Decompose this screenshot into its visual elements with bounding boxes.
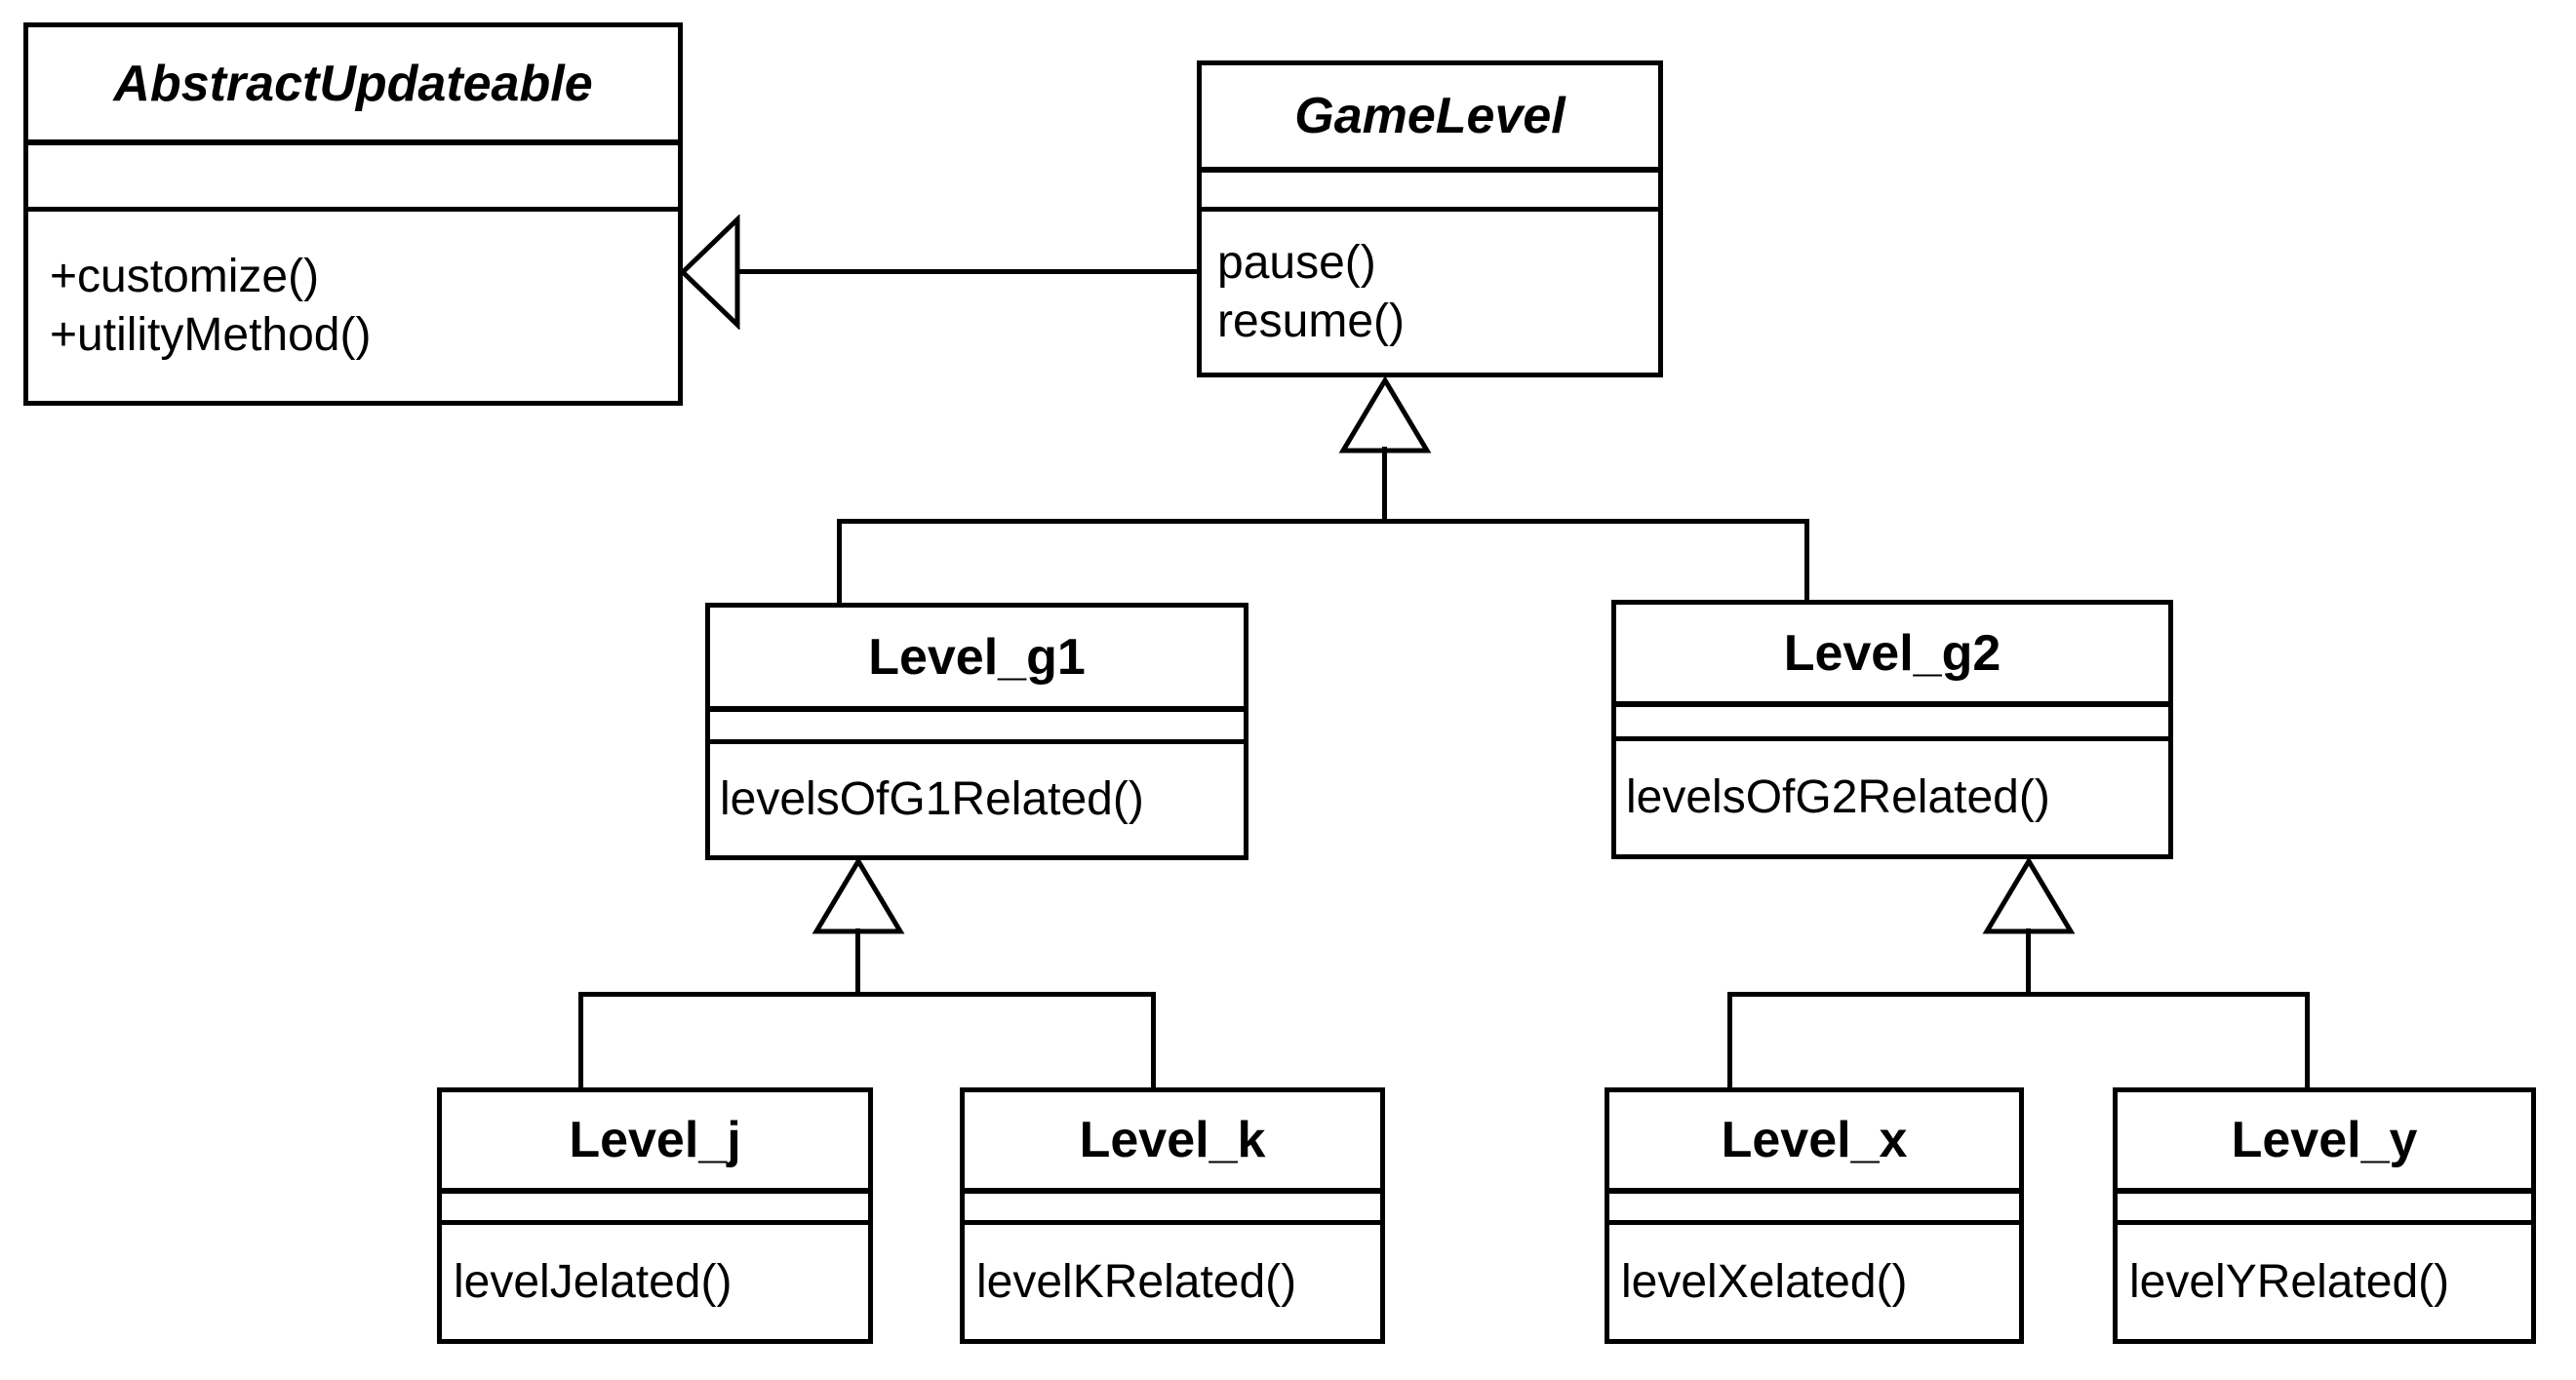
methods-compartment: levelsOfG1Related() xyxy=(710,744,1244,855)
class-box-level-j: Level_j levelJelated() xyxy=(437,1087,873,1344)
method-label-levelsofg2related: levelsOfG2Related() xyxy=(1626,771,2050,823)
methods-compartment: pause() resume() xyxy=(1202,212,1658,373)
method-label-customize: +customize() xyxy=(50,251,320,302)
method-label-pause: pause() xyxy=(1217,236,1376,289)
attributes-compartment xyxy=(965,1194,1380,1225)
class-box-abstractupdateable: AbstractUpdateable +customize() +utility… xyxy=(23,22,683,406)
connector-line xyxy=(2305,992,2310,1089)
class-box-level-g2: Level_g2 levelsOfG2Related() xyxy=(1611,600,2173,859)
class-name-abstractupdateable: AbstractUpdateable xyxy=(28,27,678,145)
attributes-compartment xyxy=(1616,707,2168,741)
method-label-levelxelated: levelXelated() xyxy=(1621,1255,1908,1308)
methods-compartment: levelJelated() xyxy=(442,1225,868,1339)
connector-line xyxy=(855,928,860,997)
method-label-utilitymethod: +utilityMethod() xyxy=(50,309,372,361)
method-label-leveljelated: levelJelated() xyxy=(454,1255,733,1308)
method-label-levelkrelated: levelKRelated() xyxy=(976,1255,1297,1308)
connector-line xyxy=(837,519,1809,524)
method-label-resume: resume() xyxy=(1217,295,1406,347)
attributes-compartment xyxy=(2118,1194,2531,1225)
connector-line xyxy=(2026,928,2031,997)
class-name-level-g2: Level_g2 xyxy=(1616,605,2168,707)
class-name-level-y: Level_y xyxy=(2118,1092,2531,1194)
class-name-level-j: Level_j xyxy=(442,1092,868,1194)
connector-line xyxy=(837,519,842,607)
attributes-compartment xyxy=(1202,173,1658,212)
hollow-triangle-arrowhead-up-icon xyxy=(1338,375,1432,453)
class-box-level-g1: Level_g1 levelsOfG1Related() xyxy=(705,603,1248,860)
class-box-level-x: Level_x levelXelated() xyxy=(1605,1087,2024,1344)
connector-line xyxy=(1727,992,1732,1089)
connector-line xyxy=(578,992,1156,997)
method-label-levelsofg1related: levelsOfG1Related() xyxy=(720,773,1144,825)
connector-line xyxy=(1727,992,2310,997)
class-box-gamelevel: GameLevel pause() resume() xyxy=(1197,60,1663,377)
attributes-compartment xyxy=(710,712,1244,744)
class-name-level-k: Level_k xyxy=(965,1092,1380,1194)
connector-line xyxy=(1804,519,1809,604)
connector-line xyxy=(735,269,1197,274)
connector-line xyxy=(578,992,583,1089)
class-name-level-g1: Level_g1 xyxy=(710,608,1244,712)
methods-compartment: levelYRelated() xyxy=(2118,1225,2531,1339)
methods-compartment: levelXelated() xyxy=(1609,1225,2019,1339)
attributes-compartment xyxy=(1609,1194,2019,1225)
hollow-triangle-arrowhead-left-icon xyxy=(679,215,740,330)
hollow-triangle-arrowhead-up-icon xyxy=(1982,856,2076,934)
methods-compartment: +customize() +utilityMethod() xyxy=(28,212,678,401)
connector-line xyxy=(1382,447,1387,524)
class-box-level-k: Level_k levelKRelated() xyxy=(960,1087,1385,1344)
attributes-compartment xyxy=(28,145,678,212)
methods-compartment: levelKRelated() xyxy=(965,1225,1380,1339)
methods-compartment: levelsOfG2Related() xyxy=(1616,741,2168,854)
method-label-levelyrelated: levelYRelated() xyxy=(2129,1255,2450,1308)
connector-line xyxy=(1151,992,1156,1089)
class-name-gamelevel: GameLevel xyxy=(1202,65,1658,173)
class-name-level-x: Level_x xyxy=(1609,1092,2019,1194)
class-box-level-y: Level_y levelYRelated() xyxy=(2113,1087,2536,1344)
attributes-compartment xyxy=(442,1194,868,1225)
hollow-triangle-arrowhead-up-icon xyxy=(812,856,905,934)
